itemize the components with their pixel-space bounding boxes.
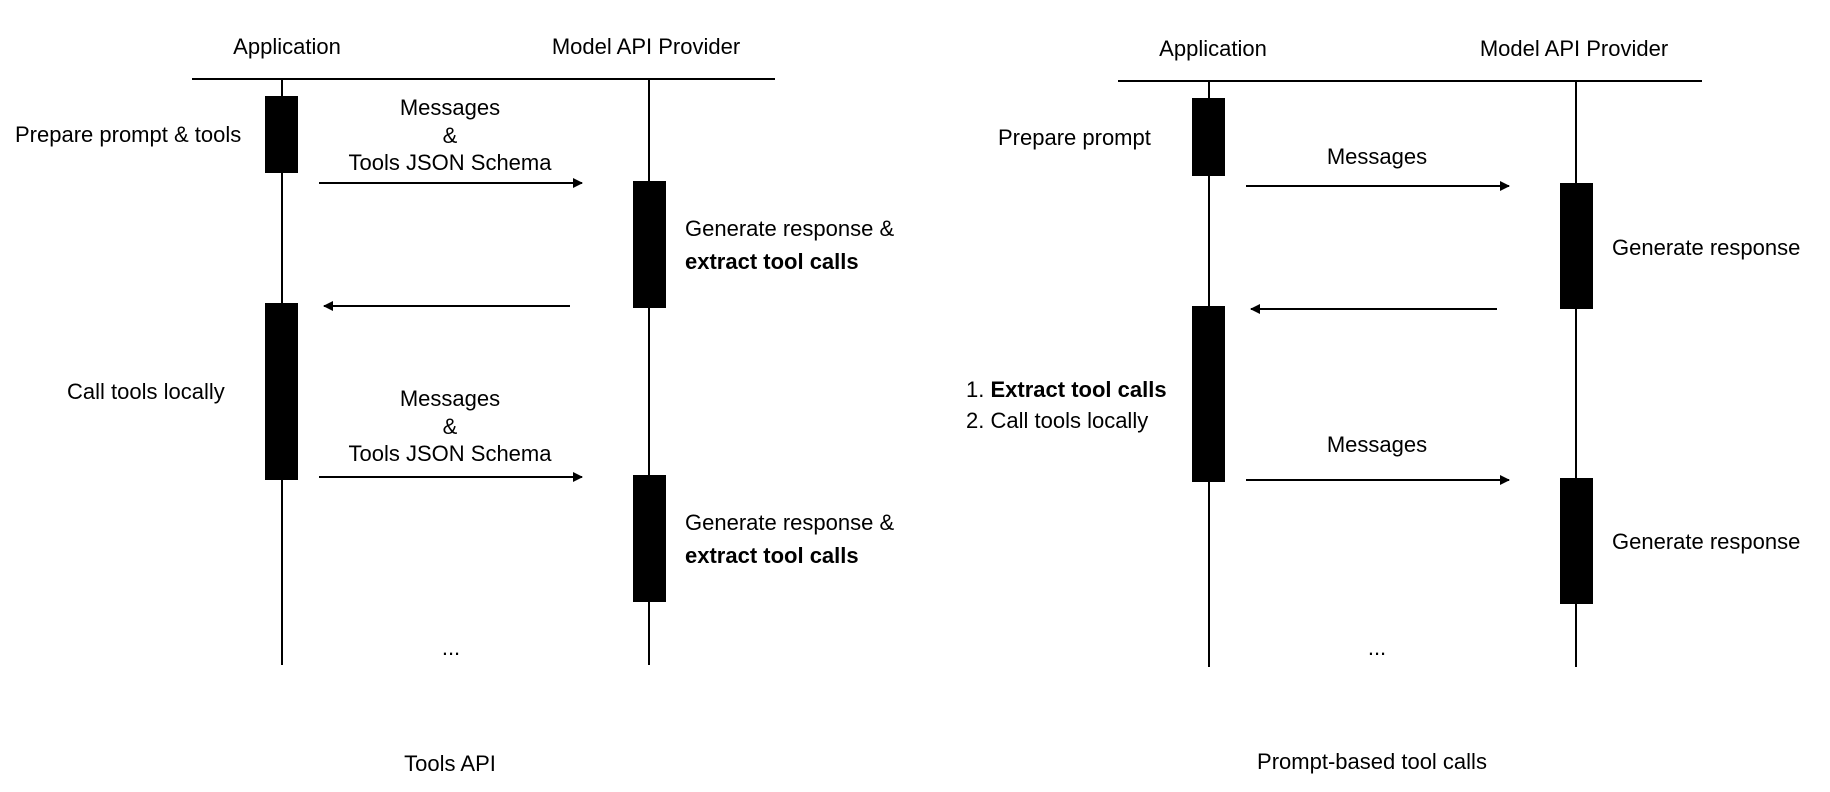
message-label: Messages (1326, 432, 1428, 457)
activation-prepare (265, 96, 298, 173)
step-label-extract-bold: extract tool calls (685, 543, 859, 568)
message-label: Messages (1326, 144, 1428, 169)
activation-generate-2 (1560, 478, 1593, 604)
step-label-generate: Generate response & (685, 216, 895, 241)
participant-model-api-provider: Model API Provider (551, 34, 741, 59)
message-label-line: & (442, 414, 458, 439)
activation-generate-2 (633, 475, 666, 602)
list-item-text-bold: Extract tool calls (990, 377, 1167, 402)
step-label-generate-response: Generate response (1612, 235, 1801, 260)
diagram-prompt-based (1118, 80, 1702, 667)
list-item-call-tools-locally: 2. Call tools locally (966, 408, 1148, 434)
step-label-prepare-prompt-tools: Prepare prompt & tools (15, 122, 242, 147)
step-label-generate-response: Generate response (1612, 529, 1801, 554)
message-label-line: Messages (399, 95, 501, 120)
activation-prepare (1192, 98, 1225, 176)
activation-extract-call (1192, 306, 1225, 482)
step-label-generate: Generate response & (685, 510, 895, 535)
list-item-number: 2. (966, 408, 985, 433)
activation-generate-1 (633, 181, 666, 308)
diagram-caption: Tools API (404, 751, 496, 776)
message-label-line: & (442, 123, 458, 148)
list-item-number: 1. (966, 377, 985, 402)
step-label-extract-bold: extract tool calls (685, 249, 859, 274)
step-label-call-tools-locally: Call tools locally (67, 379, 225, 404)
continuation-ellipsis: ... (1367, 635, 1387, 660)
message-label-line: Tools JSON Schema (348, 441, 552, 466)
diagram-caption: Prompt-based tool calls (1257, 749, 1487, 774)
list-item-text: Call tools locally (990, 408, 1149, 433)
list-item-extract-tool-calls: 1. Extract tool calls (966, 377, 1167, 403)
activation-call-tools (265, 303, 298, 480)
participant-application: Application (1159, 36, 1267, 61)
message-label-line: Messages (399, 386, 501, 411)
participant-application: Application (233, 34, 341, 59)
participant-model-api-provider: Model API Provider (1479, 36, 1669, 61)
activation-generate-1 (1560, 183, 1593, 309)
step-label-prepare-prompt: Prepare prompt (998, 125, 1151, 150)
continuation-ellipsis: ... (441, 635, 461, 660)
diagram-tools-api (192, 78, 775, 665)
message-label-line: Tools JSON Schema (348, 150, 552, 175)
